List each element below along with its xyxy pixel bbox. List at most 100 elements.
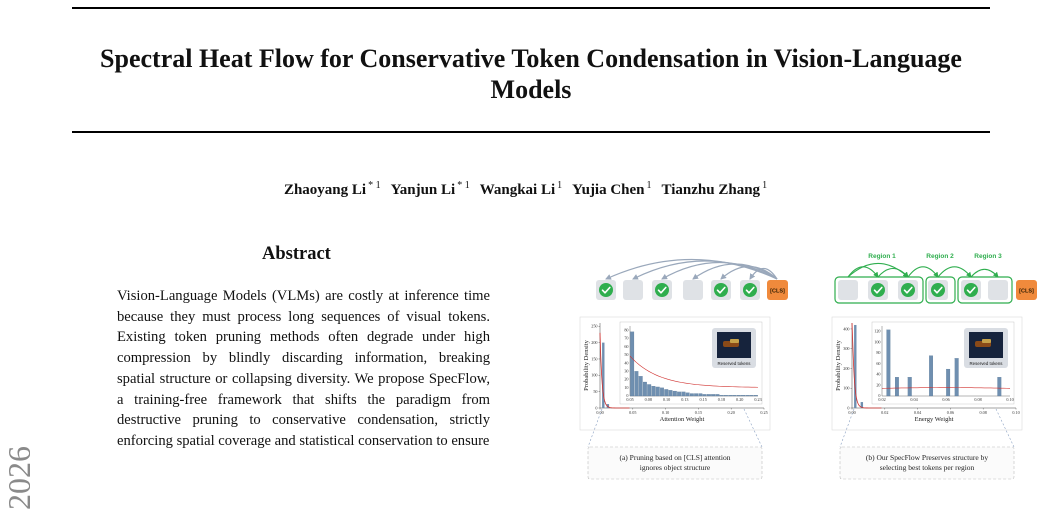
left-main-bar <box>606 404 610 408</box>
right-thumbnail-object-highlight <box>982 339 991 343</box>
left-zoom-bar <box>642 381 647 397</box>
left-connector-right <box>743 408 763 448</box>
left-zoom-x-tick-label: 0.13 <box>681 397 688 402</box>
left-x-axis-label: Attention Weight <box>660 416 705 423</box>
left-zoom-bar <box>655 386 660 397</box>
left-y-tick-label: 250 <box>591 324 597 329</box>
abstract-heading: Abstract <box>262 244 331 264</box>
right-zoom-y-tick-label: 80 <box>876 350 880 355</box>
right-zoom-y-tick-label: 0 <box>878 393 880 398</box>
left-caption-line-2: ignores object structure <box>640 463 711 472</box>
left-zoom-bar <box>732 395 737 397</box>
left-density-curve <box>599 332 630 409</box>
check-mark <box>716 286 726 294</box>
cls-token-label: [CLS] <box>770 289 785 295</box>
author-affiliation: 1 <box>646 180 652 191</box>
left-attention-arc <box>720 266 778 280</box>
left-x-tick-label: 0.10 <box>662 410 669 415</box>
left-zoom-density-curve <box>629 355 759 388</box>
check-icon <box>931 283 945 297</box>
left-token <box>683 280 703 300</box>
left-zoom-bar <box>630 331 635 397</box>
region-flow-arc <box>937 266 972 278</box>
left-zoom-bar <box>736 395 741 397</box>
right-connector-left <box>839 408 855 448</box>
region-3-box <box>957 276 1013 304</box>
right-x-tick-label: 0.10 <box>1012 410 1019 415</box>
check-mark <box>601 286 611 294</box>
left-zoom-y-tick-label: 30 <box>624 368 628 373</box>
right-y-tick-label: 300 <box>843 346 849 351</box>
author-name: Yujia Chen <box>572 182 645 198</box>
left-y-tick-label: 50 <box>593 389 597 394</box>
left-attention-arc <box>749 267 778 280</box>
left-attention-arc <box>661 261 778 280</box>
right-x-tick-label: 0.08 <box>980 410 987 415</box>
check-icon <box>901 283 915 297</box>
abstract-body: Vision-Language Models (VLMs) are costly… <box>117 288 490 449</box>
left-zoom-bar <box>689 393 694 397</box>
left-x-tick-label: 0.05 <box>629 410 636 415</box>
left-y-axis-label: Probability Density <box>583 339 590 390</box>
left-connector-left <box>587 408 603 448</box>
left-zoom-bar <box>715 394 720 397</box>
left-caption-line-1: (a) Pruning based on [CLS] attention <box>619 453 730 462</box>
left-zoom-x-tick-label: 0.23 <box>754 397 761 402</box>
check-mark <box>903 286 913 294</box>
right-zoom-bar <box>886 329 891 397</box>
left-zoom-bar <box>668 390 673 397</box>
author-name: Wangkai Li <box>479 182 556 198</box>
left-zoom-bar <box>685 392 690 397</box>
right-connector-right <box>995 408 1015 448</box>
check-icon <box>743 283 757 297</box>
left-zoom-x-tick-label: 0.08 <box>645 397 652 402</box>
left-zoom-y-tick-label: 50 <box>624 352 628 357</box>
left-zoom-bar <box>753 395 758 397</box>
check-mark <box>873 286 883 294</box>
right-zoom-x-tick-label: 0.08 <box>974 397 981 402</box>
region-flow-arc <box>877 267 909 278</box>
region-3-label: Region 3 <box>974 253 1002 260</box>
left-zoom-y-tick-label: 0 <box>626 393 628 398</box>
left-zoom-bar <box>634 371 639 397</box>
cls-token-label: [CLS] <box>1019 289 1034 295</box>
region-2-box <box>925 276 956 304</box>
right-caption-line-2: selecting best tokens per region <box>880 463 975 472</box>
author-affiliation: * 1 <box>457 180 470 191</box>
right-thumbnail-label: Reserved tokens <box>970 361 1004 366</box>
left-zoom-bar <box>664 389 669 397</box>
right-main-bar <box>854 324 857 408</box>
right-main-bar <box>860 402 864 408</box>
left-zoom-y-tick-label: 40 <box>624 360 628 365</box>
region-1-box <box>834 276 924 304</box>
right-zoom-x-tick-label: 0.10 <box>1006 397 1013 402</box>
author-1: Zhaoyang Li* 1 <box>284 180 381 198</box>
left-zoom-y-tick-label: 70 <box>624 336 628 341</box>
right-y-tick-label: 400 <box>843 326 849 331</box>
check-icon <box>964 283 978 297</box>
right-x-tick-label: 0.02 <box>881 410 888 415</box>
cls-token <box>1016 280 1037 300</box>
region-flow-arc <box>970 268 999 278</box>
right-x-tick-label: 0.04 <box>914 410 922 415</box>
right-y-axis-label: Probability Density <box>835 339 842 390</box>
check-mark <box>745 286 755 294</box>
left-zoom-bar <box>707 394 711 397</box>
left-attention-arc <box>692 263 778 280</box>
left-zoom-bar <box>724 395 728 397</box>
left-zoom-x-tick-label: 0.10 <box>663 397 670 402</box>
left-zoom-bar <box>745 395 750 397</box>
left-y-tick-label: 100 <box>591 373 597 378</box>
arxiv-margin-stamp: 2026 <box>0 440 30 510</box>
check-mark <box>657 286 667 294</box>
left-x-tick-label: 0.15 <box>695 410 702 415</box>
region-flow-arc <box>907 266 939 278</box>
right-zoom-y-tick-label: 60 <box>876 361 880 366</box>
left-zoom-bar <box>647 384 652 397</box>
right-zoom-x-tick-label: 0.02 <box>878 397 885 402</box>
right-zoom-bar <box>997 377 1002 397</box>
left-x-tick-label: 0.20 <box>728 410 735 415</box>
